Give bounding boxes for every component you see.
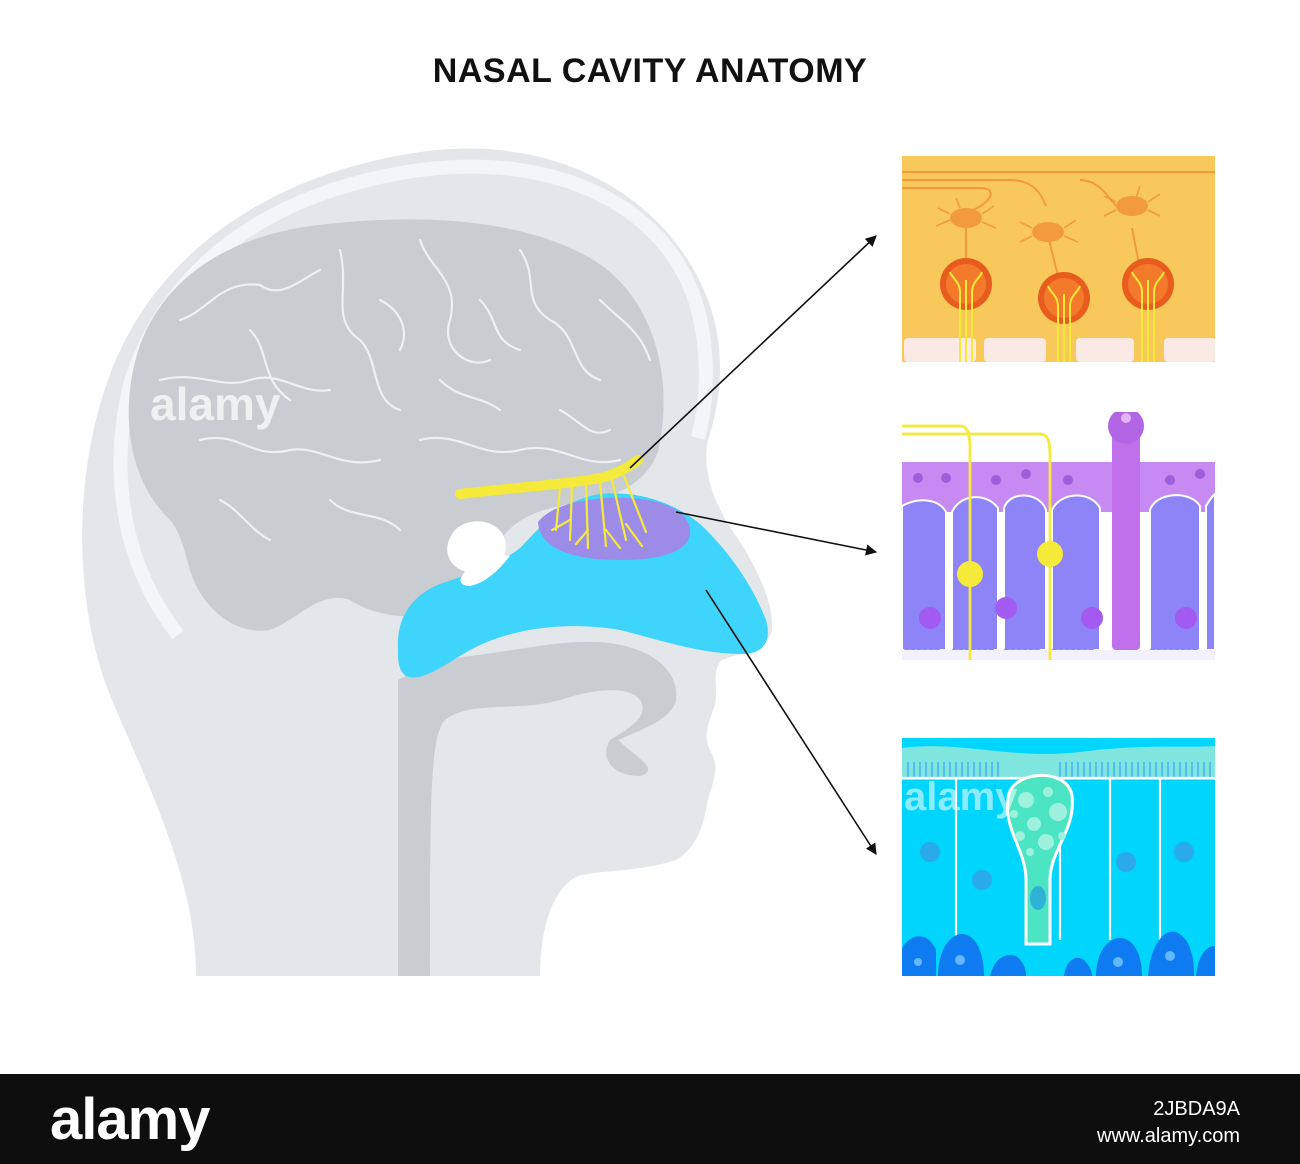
arrow-olfactory-bulb bbox=[629, 235, 877, 469]
nasal-concha bbox=[460, 554, 510, 586]
basal-nuclei bbox=[919, 597, 1197, 629]
site-link[interactable]: www.alamy.com bbox=[1097, 1125, 1240, 1147]
panel-olfactory-bulb bbox=[902, 156, 1215, 362]
olfactory-neurons bbox=[902, 424, 1052, 660]
panel-olfactory-epithelium bbox=[902, 412, 1215, 660]
footer-logo[interactable]: alamy bbox=[50, 1087, 210, 1152]
anatomy-illustration: alamy bbox=[82, 148, 1215, 977]
neuron-somas bbox=[957, 541, 1063, 587]
footer-credits: 2JBDA9A www.alamy.com bbox=[1097, 1096, 1240, 1150]
arrow-olfactory-epithelium bbox=[675, 511, 878, 556]
cilia bbox=[907, 762, 1211, 778]
brain-gyri bbox=[158, 238, 652, 542]
microvillar-cell bbox=[1108, 412, 1144, 650]
olfactory-nerve bbox=[455, 455, 648, 550]
image-id: 2JBDA9A bbox=[1153, 1098, 1240, 1120]
apical-nuclei bbox=[913, 469, 1205, 485]
watermark-head: alamy bbox=[150, 378, 281, 430]
columnar-nuclei bbox=[920, 842, 1194, 890]
mitral-cells bbox=[950, 196, 1148, 242]
arrow-respiratory-epithelium bbox=[705, 589, 877, 855]
diagram-title: NASAL CAVITY ANATOMY bbox=[432, 52, 868, 90]
panel-respiratory-epithelium bbox=[902, 738, 1215, 976]
watermark-panel: alamy bbox=[904, 775, 1018, 819]
brain bbox=[128, 219, 664, 631]
skull-outline bbox=[113, 159, 713, 640]
head-sagittal-section: alamy bbox=[82, 148, 773, 977]
airway-pharynx bbox=[398, 641, 677, 976]
pointer-arrows bbox=[629, 235, 878, 855]
footer-bar: alamy 2JBDA9A www.alamy.com bbox=[0, 1074, 1300, 1164]
goblet-cell bbox=[1006, 773, 1074, 946]
